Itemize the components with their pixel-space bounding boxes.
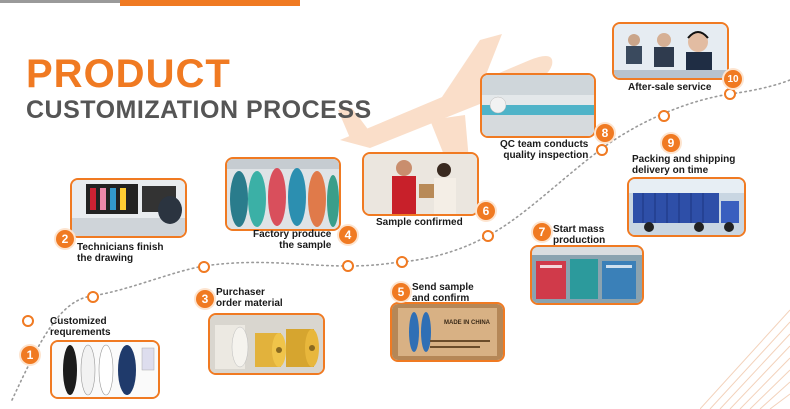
step-2-label: Technicians finish the drawing [77,242,164,264]
technician-drawing-photo [70,178,187,238]
step-9-label: Packing and shipping delivery on time [632,154,735,176]
step-5-badge: 5 [392,283,410,301]
board-designs-photo [50,340,160,399]
step-1-label-line1: Customized [50,316,111,327]
step-9-label-line1: Packing and shipping [632,154,735,165]
step-8-badge: 8 [596,124,614,142]
mass-production-photo [530,245,644,305]
path-marker-1 [22,315,34,327]
step-6-label-line1: Sample confirmed [376,217,463,228]
path-marker-2 [87,291,99,303]
step-5-label: Send sample and confirm [412,282,474,304]
step-6-badge: 6 [477,202,495,220]
step-2-label-line1: Technicians finish [77,242,164,253]
step-3-label: Purchaser order material [216,287,283,309]
step-3-label-line2: order material [216,298,283,309]
truck-shipping-photo [627,177,746,237]
step-1-badge: 1 [21,346,39,364]
step-4-label: Factory produce the sample [253,229,331,251]
path-marker-8 [596,144,608,156]
step-3-badge: 3 [196,290,214,308]
path-marker-6 [482,230,494,242]
qc-inspection-photo [480,73,596,138]
path-marker-10 [724,88,736,100]
factory-boards-photo [225,157,341,231]
step-3-label-line1: Purchaser [216,287,283,298]
step-9-badge: 9 [662,134,680,152]
step-6-label: Sample confirmed [376,217,463,228]
step-1-label: Customized requrements [50,316,111,338]
step-2-badge: 2 [56,230,74,248]
box-print-text: MADE IN CHINA [444,318,490,329]
step-2-label-line2: the drawing [77,253,164,264]
step-7-badge: 7 [533,223,551,241]
path-marker-9 [658,110,670,122]
step-5-label-line1: Send sample [412,282,474,293]
step-1-label-line2: requrements [50,327,111,338]
step-8-label-line2: quality inspection [500,150,588,161]
step-10-badge: 10 [724,70,742,88]
step-4-badge: 4 [339,226,357,244]
step-7-label-line1: Start mass [553,224,605,235]
step-4-label-line1: Factory produce [253,229,331,240]
step-8-label-line1: QC team conducts [500,139,588,150]
step-5-label-line2: and confirm [412,293,474,304]
path-marker-4 [342,260,354,272]
step-4-label-line2: the sample [253,240,331,251]
sample-confirm-photo [362,152,479,216]
step-8-label: QC team conducts quality inspection [500,139,588,161]
step-9-label-line2: delivery on time [632,165,735,176]
material-rolls-photo [208,313,325,375]
customer-service-photo [612,22,729,80]
path-marker-5 [396,256,408,268]
step-7-label: Start mass production [553,224,605,246]
sample-box-photo [390,302,505,362]
step-10-label-line1: After-sale service [628,82,711,93]
step-7-label-line2: production [553,235,605,246]
path-marker-3 [198,261,210,273]
step-10-label: After-sale service [628,82,711,93]
